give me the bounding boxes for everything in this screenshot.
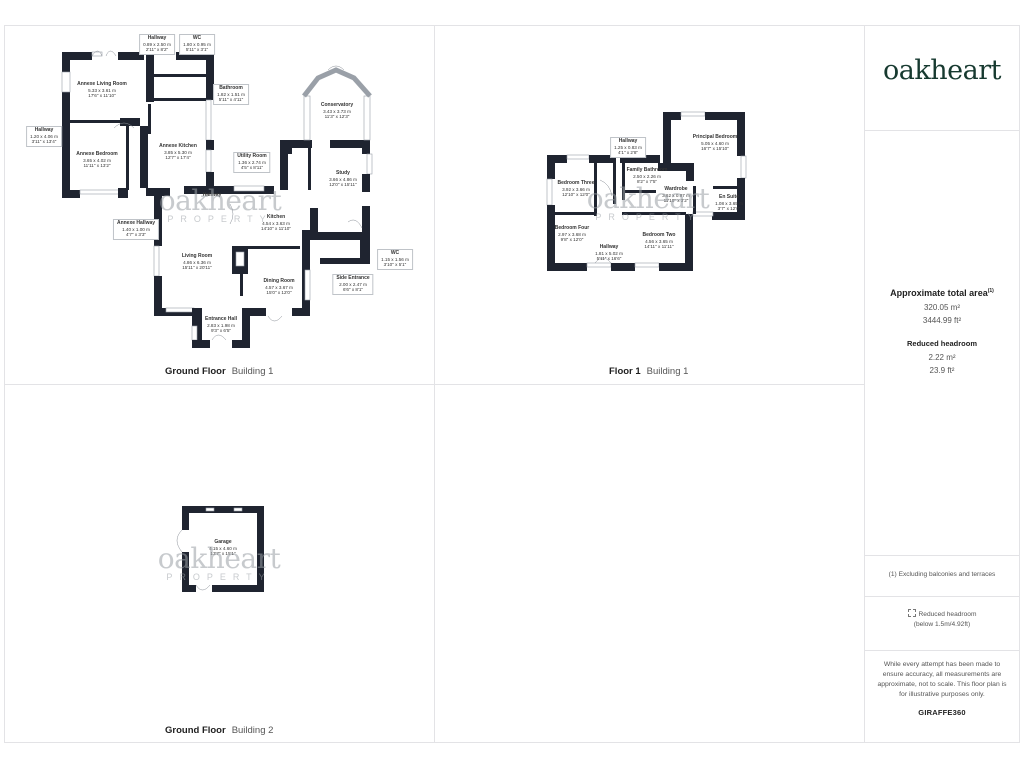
garage-walls bbox=[176, 506, 264, 592]
panel-divider-horizontal bbox=[4, 384, 864, 385]
ground-floor-walls bbox=[61, 50, 373, 348]
reduced-ft2: 23.9 ft² bbox=[929, 366, 955, 375]
area-m2: 320.05 m² bbox=[923, 303, 961, 312]
oakheart-logo: oakheart bbox=[883, 55, 1001, 86]
info-sidebar: oakheart Approximate total area(1) 320.0… bbox=[864, 25, 1020, 743]
area-ft2: 3444.99 ft² bbox=[922, 316, 962, 325]
panel-divider-vertical-2 bbox=[864, 25, 865, 743]
giraffe360-brand: GIRAFFE360 bbox=[918, 708, 966, 717]
reduced-m2: 2.22 m² bbox=[928, 353, 956, 362]
footnote: (1) Excluding balconies and terraces bbox=[888, 571, 996, 578]
dashed-square-icon bbox=[907, 609, 916, 617]
sidebar-divider-4 bbox=[864, 650, 1020, 651]
area-title: Approximate total area(1) bbox=[890, 288, 994, 298]
reduced-headroom-title: Reduced headroom bbox=[906, 339, 977, 348]
area-summary: Approximate total area(1) 320.05 m² 3444… bbox=[864, 288, 1020, 375]
sidebar-divider-1 bbox=[864, 130, 1020, 131]
reduced-headroom-legend: Reduced headroom (below 1.5m/4.92ft) bbox=[864, 609, 1020, 630]
sidebar-divider-3 bbox=[864, 596, 1020, 597]
sidebar-divider-2 bbox=[864, 555, 1020, 556]
disclaimer: While every attempt has been made to ens… bbox=[877, 661, 1007, 698]
disclaimer-section: While every attempt has been made to ens… bbox=[864, 660, 1020, 717]
floor-1-walls bbox=[546, 111, 747, 271]
room-label: Hallway bbox=[202, 192, 222, 198]
